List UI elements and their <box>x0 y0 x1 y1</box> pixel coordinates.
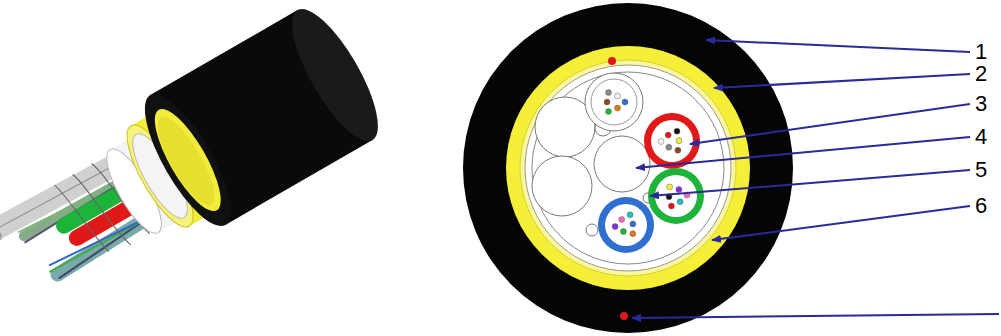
callout-number: 6 <box>974 195 988 217</box>
fibre-dot <box>630 221 636 227</box>
callout-number: 2 <box>974 63 988 85</box>
leader-lines <box>632 40 999 318</box>
fibre-dot <box>658 139 664 145</box>
callout-number: 3 <box>974 93 988 115</box>
fibre-dot <box>606 90 612 96</box>
callout-number: 5 <box>974 159 988 181</box>
fibre-dot <box>676 138 682 144</box>
fibre-dot <box>665 132 671 138</box>
fibre-dot <box>606 109 612 115</box>
fibre-dot <box>630 231 636 237</box>
fibre-dot <box>675 147 681 153</box>
fibre-dot <box>619 217 625 223</box>
fibre-dot <box>612 224 618 230</box>
fibre-dot <box>677 199 683 205</box>
fibre-dot <box>676 187 682 193</box>
fibre-dot <box>622 99 628 105</box>
cable-3d <box>0 0 393 327</box>
fibre-dot <box>667 184 673 190</box>
fibre-dot <box>666 144 672 150</box>
fibre-dot <box>620 229 626 235</box>
fibre-dot <box>674 128 680 134</box>
callout-number: 1 <box>974 41 988 63</box>
callout-number: 4 <box>974 126 988 148</box>
fibre-dot <box>615 105 621 111</box>
cross-section <box>463 3 793 333</box>
fibre-dot <box>615 93 621 99</box>
fibre-dot <box>627 212 633 218</box>
fibre-dot <box>668 203 674 209</box>
fibre-dot <box>604 99 610 105</box>
